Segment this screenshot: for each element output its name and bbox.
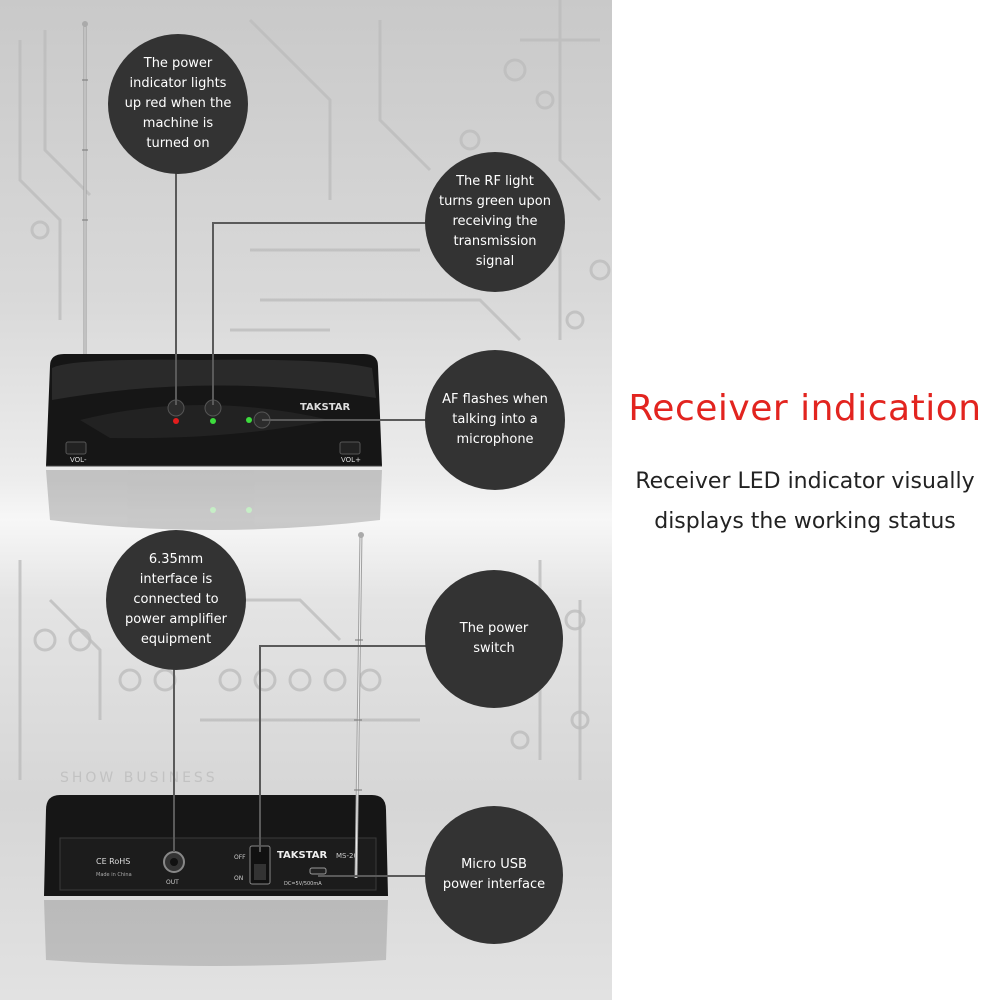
callout-micro-usb: Micro USB power interface [425, 806, 563, 944]
cert-label: CE RoHS [96, 857, 130, 866]
dc-label: DC=5V/500mA [284, 881, 322, 887]
rear-antenna [354, 532, 364, 879]
receiver-rear: CE RoHS Made in China OUT OFF ON TAKSTAR… [44, 795, 388, 896]
usb-port [309, 867, 327, 875]
rf-led [210, 418, 216, 424]
front-reflection [46, 470, 382, 530]
callout-rf-light: The RF light turns green upon receiving … [425, 152, 565, 292]
model-label: MS-20 [336, 852, 358, 860]
made-in-label: Made in China [96, 872, 132, 878]
circuit-background: SHOW BUSINESS VOL- VOL+ TAKSTAR [18, 0, 611, 966]
rear-reflection [44, 900, 388, 966]
power-led [173, 418, 179, 424]
rear-brand-label: TAKSTAR [277, 850, 328, 861]
vol-plus-label: VOL+ [341, 456, 361, 464]
front-antenna [82, 21, 88, 360]
af-led [246, 417, 252, 423]
callout-af-flash: AF flashes when talking into a microphon… [425, 350, 565, 490]
heading-subtitle: Receiver LED indicator visually displays… [635, 469, 975, 534]
callout-635mm-interface: 6.35mm interface is connected to power a… [106, 530, 246, 670]
front-brand-label: TAKSTAR [300, 402, 351, 413]
product-image-panel: SHOW BUSINESS VOL- VOL+ TAKSTAR [0, 0, 612, 1000]
receiver-front: VOL- VOL+ TAKSTAR [46, 354, 382, 467]
callout-power-indicator: The power indicator lights up red when t… [108, 34, 248, 174]
callout-lines [173, 170, 430, 877]
off-label: OFF [234, 854, 246, 861]
heading-title: Receiver indication [628, 388, 982, 429]
vol-minus-label: VOL- [70, 456, 87, 464]
background-text: SHOW BUSINESS [60, 770, 218, 786]
on-label: ON [234, 875, 243, 882]
callout-power-switch: The power switch [425, 570, 563, 708]
out-label: OUT [166, 879, 179, 886]
